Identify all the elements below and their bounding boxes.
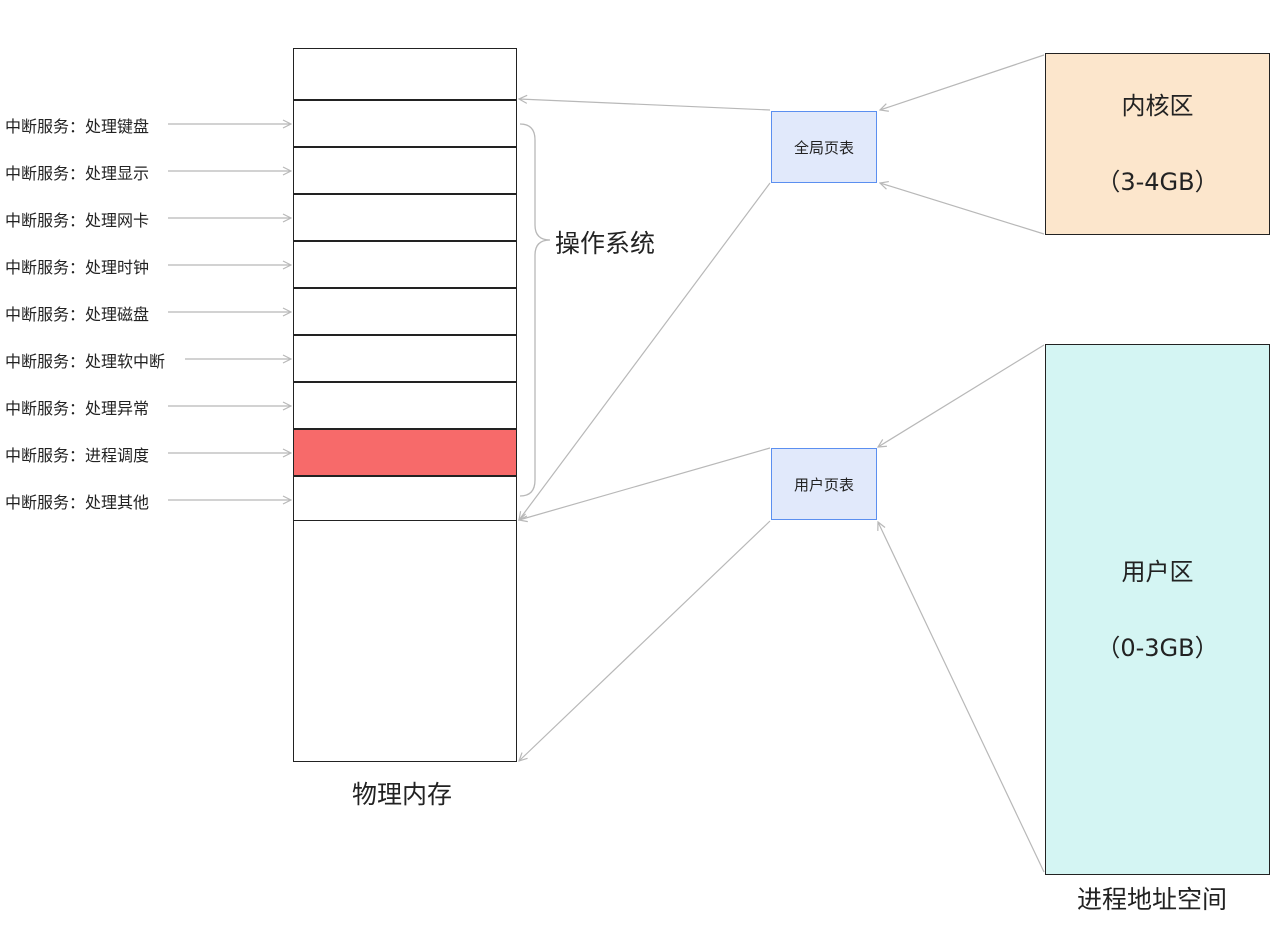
arrow-user-to-user-memory <box>519 520 771 761</box>
memory-slot-4 <box>293 241 517 288</box>
global-page-table: 全局页表 <box>771 111 877 183</box>
arrow-user-to-os-memory <box>519 447 771 520</box>
interrupt-label-3: 中断服务：处理网卡 <box>5 211 150 230</box>
user-region-range: （0-3GB） <box>1096 633 1219 662</box>
user-page-table: 用户页表 <box>771 448 877 520</box>
user-region: 用户区 （0-3GB） <box>1045 344 1270 875</box>
user-page-table-label: 用户页表 <box>793 475 854 494</box>
interrupt-label-4: 中断服务：处理时钟 <box>5 258 150 277</box>
interrupt-label-2: 中断服务：处理显示 <box>5 164 150 183</box>
memory-slot-9 <box>293 476 517 523</box>
arrow-global-to-kernel-memory <box>519 99 771 111</box>
memory-slot-7 <box>293 382 517 429</box>
memory-slot-6 <box>293 335 517 382</box>
arrow-kernel-to-global-bottom <box>880 183 1045 235</box>
arrow-kernel-to-global-top <box>880 54 1045 110</box>
global-page-table-label: 全局页表 <box>793 138 854 157</box>
user-region-name: 用户区 <box>1121 557 1194 586</box>
arrow-global-to-os-memory <box>519 182 771 520</box>
memory-slot-8 <box>293 429 517 476</box>
address-space-label: 进程地址空间 <box>1077 885 1228 914</box>
memory-block-top <box>293 48 517 100</box>
interrupt-label-9: 中断服务：处理其他 <box>5 493 150 512</box>
interrupt-label-7: 中断服务：处理异常 <box>5 399 150 418</box>
memory-slot-2 <box>293 147 517 194</box>
memory-slot-1 <box>293 100 517 147</box>
memory-block-user <box>293 520 517 762</box>
interrupt-label-1: 中断服务：处理键盘 <box>5 117 150 136</box>
interrupt-label-6: 中断服务：处理软中断 <box>5 352 166 371</box>
interrupt-label-5: 中断服务：处理磁盘 <box>5 305 150 324</box>
interrupt-arrows <box>168 124 291 500</box>
kernel-region-name: 内核区 <box>1121 92 1194 120</box>
arrow-user-region-to-table-top <box>878 344 1045 447</box>
interrupt-label-8: 中断服务：进程调度 <box>5 446 150 465</box>
os-brace <box>519 123 551 497</box>
kernel-region: 内核区 （3-4GB） <box>1045 53 1270 235</box>
arrow-user-region-to-table-bottom <box>878 522 1045 873</box>
memory-slot-5 <box>293 288 517 335</box>
memory-slot-3 <box>293 194 517 241</box>
physical-memory-label: 物理内存 <box>352 780 453 809</box>
os-label: 操作系统 <box>555 229 656 258</box>
kernel-region-range: （3-4GB） <box>1096 168 1219 196</box>
